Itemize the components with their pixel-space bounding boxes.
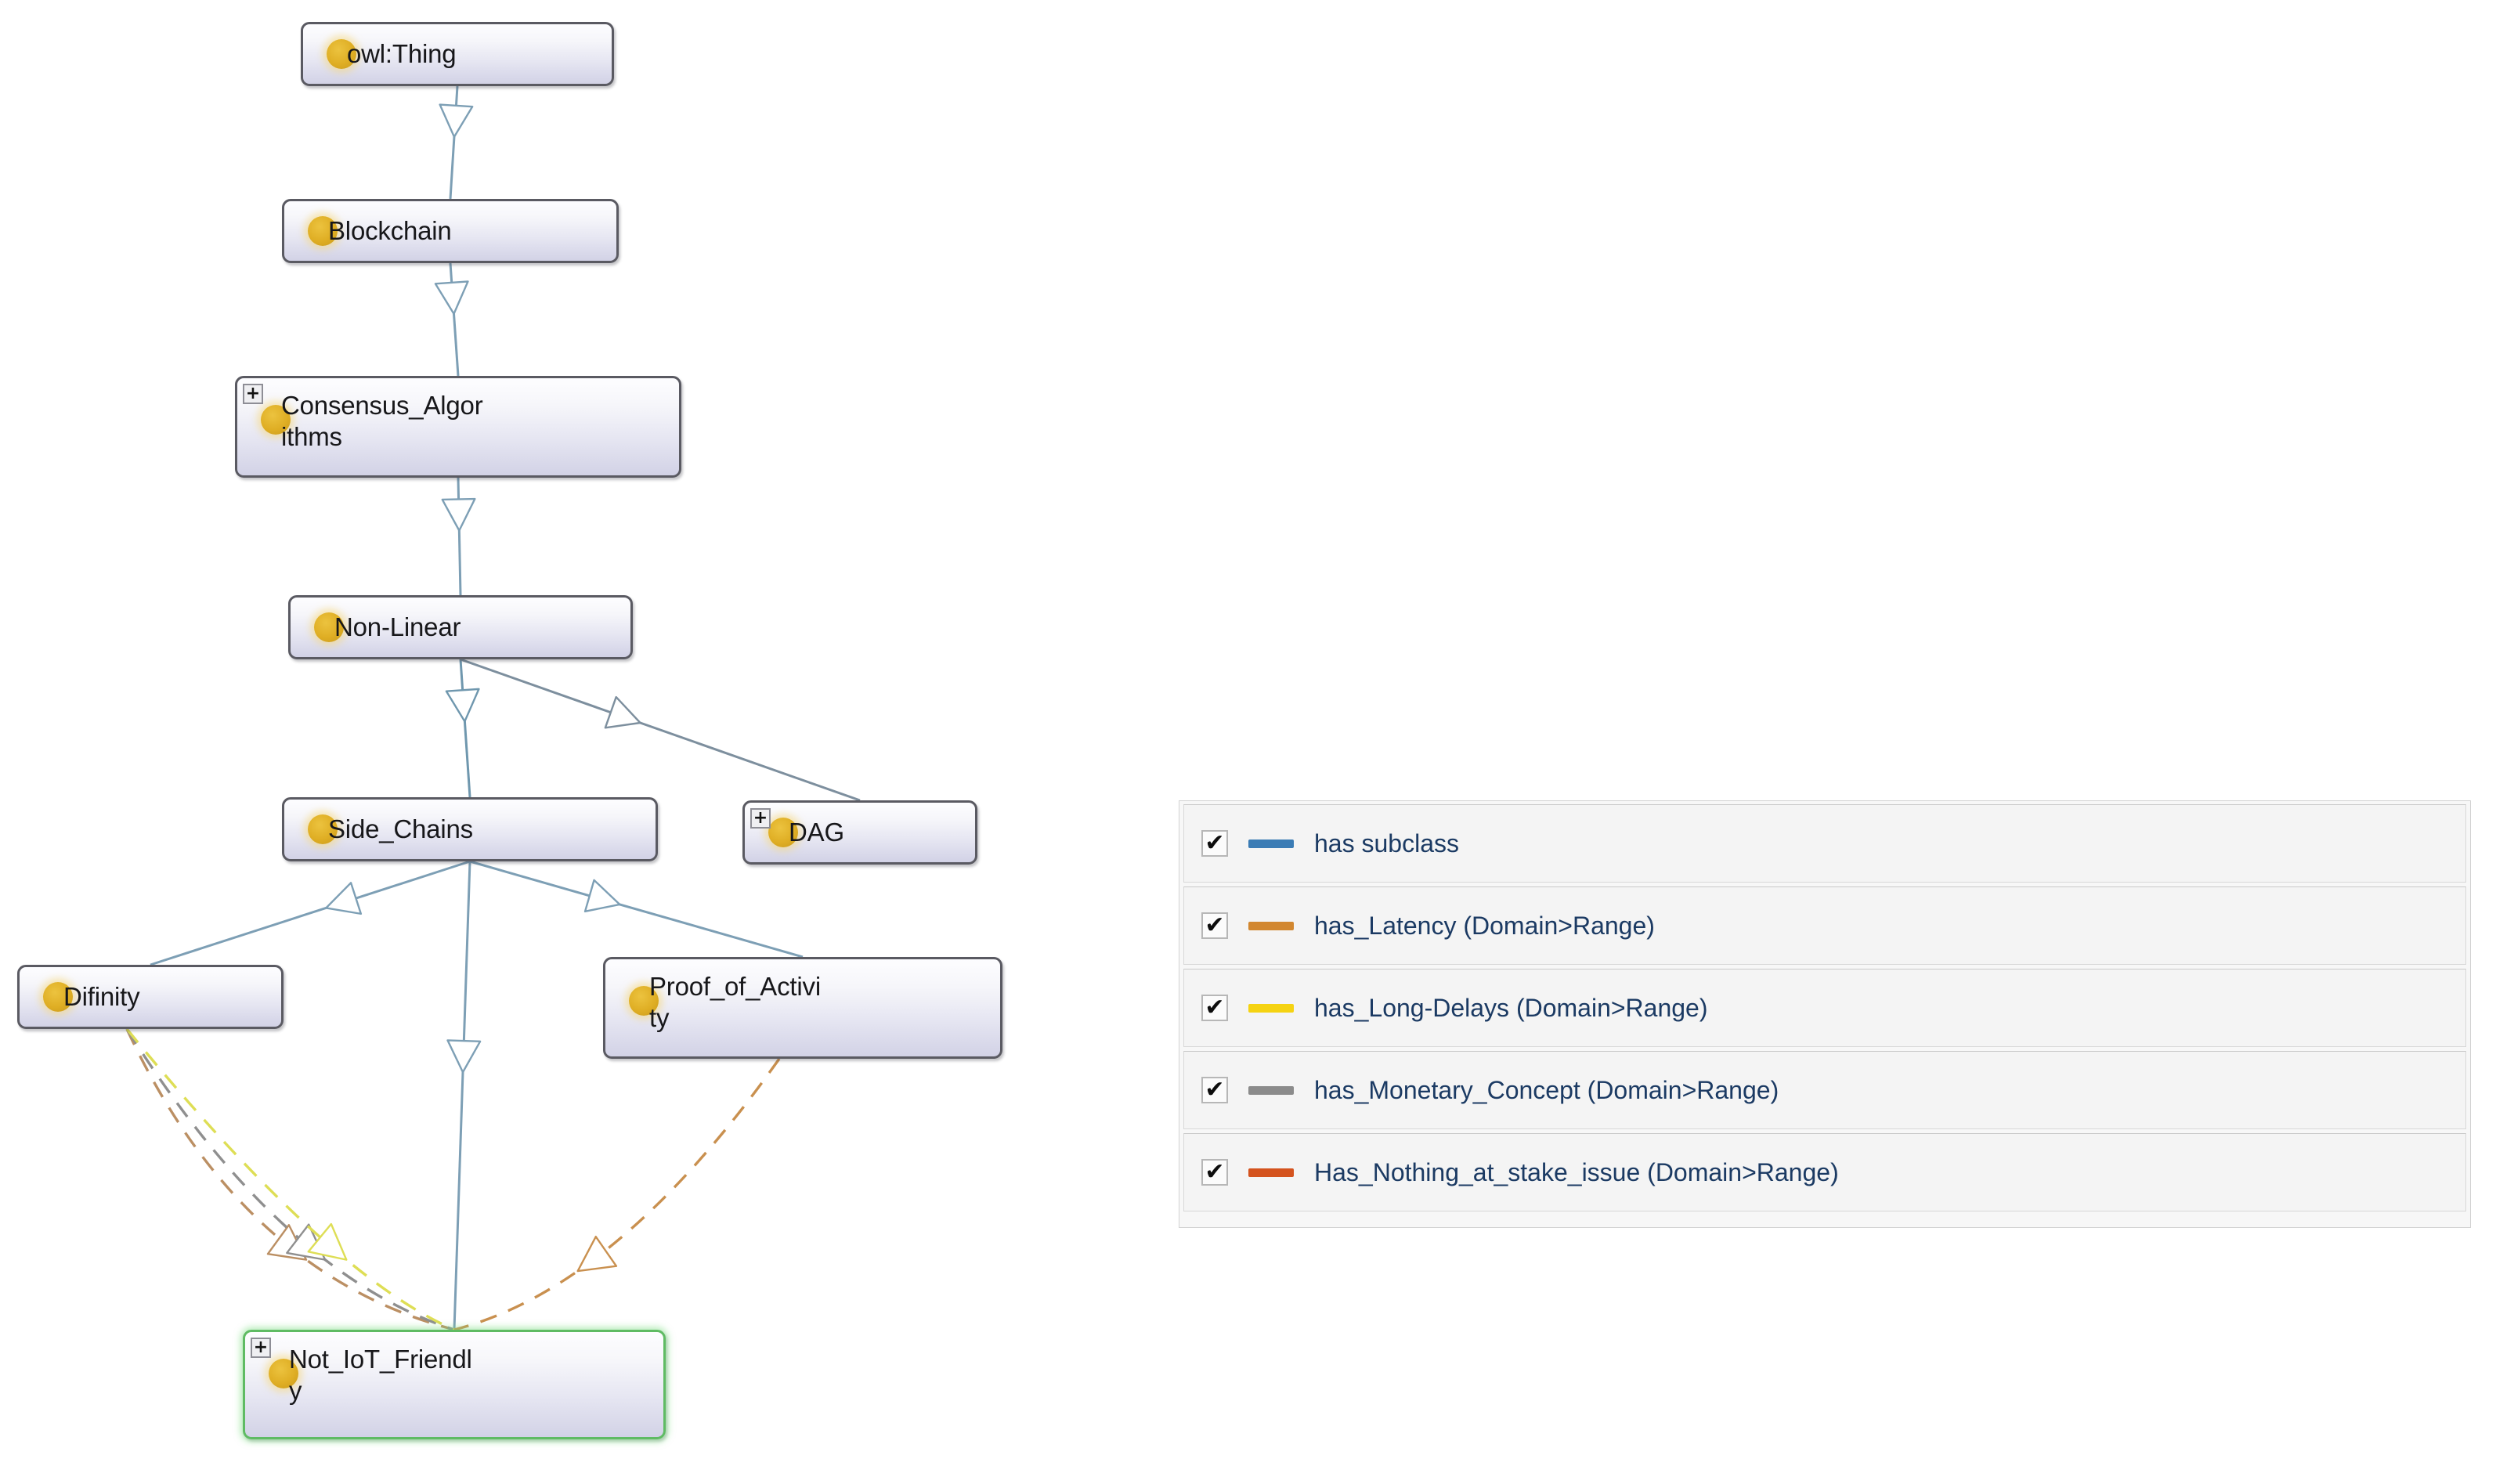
edge-difinity-to-notiot [127,1029,454,1330]
graph-node-label: owl:Thing [347,38,456,70]
graph-node-nonlinear[interactable]: Non-Linear [288,595,633,659]
expand-plus-icon[interactable]: + [750,808,771,829]
checkmark-icon: ✔ [1205,914,1224,937]
checkmark-icon: ✔ [1205,1161,1224,1184]
legend-checkbox[interactable]: ✔ [1201,830,1228,857]
legend-checkbox[interactable]: ✔ [1201,1159,1228,1186]
checkmark-icon: ✔ [1205,996,1224,1020]
legend-label: Has_Nothing_at_stake_issue (Domain>Range… [1314,1158,1839,1187]
legend-color-swatch [1248,1168,1294,1177]
edge-sidechains-to-difinity [150,861,470,965]
graph-node-consensus[interactable]: + Consensus_Algor ithms [235,376,681,478]
legend-row[interactable]: ✔ has_Monetary_Concept (Domain>Range) [1183,1051,2466,1129]
edge-blockchain-to-consensus [435,263,468,376]
legend-label: has_Latency (Domain>Range) [1314,912,1655,941]
edge-nonlinear-to-sidechains [446,659,479,797]
relation-legend-panel: ✔ has subclass ✔ has_Latency (Domain>Range)… [1179,800,2471,1228]
graph-node-label: Side_Chains [328,814,473,845]
edge-nonlinear-to-dag [461,659,860,800]
graph-node-sidechains[interactable]: Side_Chains [282,797,658,861]
graph-node-label: Proof_of_Activi ty [649,971,821,1034]
edge-owl_thing-to-blockchain [440,86,473,199]
edge-difinity-to-notiot [127,1029,454,1330]
graph-node-notiot[interactable]: + Not_IoT_Friendl y [243,1330,666,1439]
legend-label: has_Monetary_Concept (Domain>Range) [1314,1076,1779,1105]
legend-label: has subclass [1314,829,1459,858]
graph-node-label: Non-Linear [334,612,461,643]
graph-node-label: Difinity [63,981,139,1013]
graph-node-owl_thing[interactable]: owl:Thing [301,22,614,86]
edge-difinity-to-notiot [127,1029,454,1330]
edge-sidechains-to-poa [470,861,803,957]
graph-node-dag[interactable]: + DAG [742,800,977,865]
graph-node-label: Blockchain [328,215,452,247]
edge-sidechains-to-notiot [448,861,481,1330]
legend-color-swatch [1248,922,1294,930]
graph-node-poa[interactable]: Proof_of_Activi ty [603,957,1002,1059]
graph-node-blockchain[interactable]: Blockchain [282,199,619,263]
expand-plus-icon[interactable]: + [251,1338,271,1358]
legend-checkbox[interactable]: ✔ [1201,1077,1228,1103]
graph-node-label: Not_IoT_Friendl y [289,1344,472,1407]
legend-color-swatch [1248,1086,1294,1095]
legend-color-swatch [1248,839,1294,848]
legend-row[interactable]: ✔ Has_Nothing_at_stake_issue (Domain>Rang… [1183,1133,2466,1211]
legend-row[interactable]: ✔ has_Long-Delays (Domain>Range) [1183,969,2466,1047]
legend-label: has_Long-Delays (Domain>Range) [1314,994,1708,1023]
legend-row[interactable]: ✔ has_Latency (Domain>Range) [1183,886,2466,965]
legend-row[interactable]: ✔ has subclass [1183,804,2466,883]
legend-checkbox[interactable]: ✔ [1201,912,1228,939]
legend-checkbox[interactable]: ✔ [1201,995,1228,1021]
edge-consensus-to-nonlinear [442,478,475,595]
checkmark-icon: ✔ [1205,832,1224,855]
expand-plus-icon[interactable]: + [243,384,263,404]
legend-color-swatch [1248,1004,1294,1013]
edge-poa-to-notiot [454,1059,779,1330]
checkmark-icon: ✔ [1205,1078,1224,1102]
graph-node-label: Consensus_Algor ithms [281,390,483,453]
graph-node-difinity[interactable]: Difinity [17,965,284,1029]
graph-node-label: DAG [789,817,844,848]
